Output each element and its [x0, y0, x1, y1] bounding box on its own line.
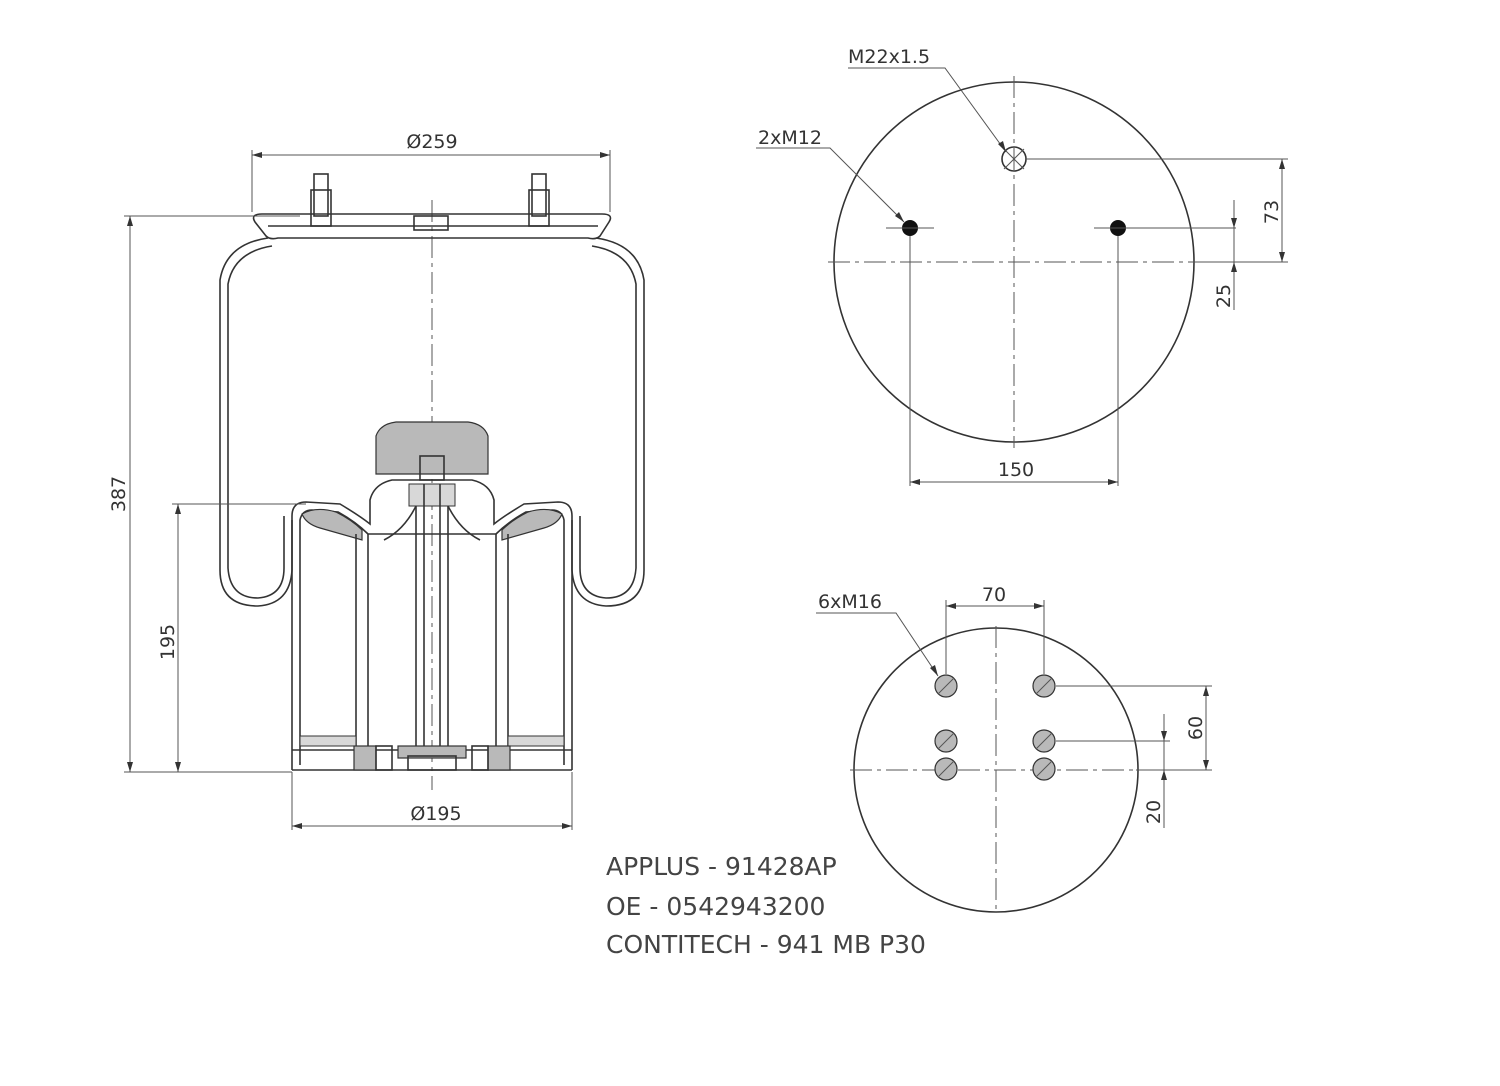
base-center-boss [397, 745, 467, 759]
base-bolt-left [375, 745, 393, 771]
bump-stop-nut [419, 455, 445, 481]
dim-bottom-row-spacing: 60 [1056, 685, 1212, 771]
dim-piston-height: 195 [157, 503, 306, 772]
bottom-bolt-hole [1032, 674, 1056, 698]
top-stud-left [310, 173, 332, 227]
bottom-bolt-holes [934, 674, 1056, 781]
dim-top-bolt-thread-label: 2xM12 [758, 127, 822, 149]
bottom-bolt-hole [934, 757, 958, 781]
bottom-bolt-hole [1032, 729, 1056, 753]
bottom-bolt-hole [934, 674, 958, 698]
piston-inner-wall [299, 509, 565, 765]
dim-port-thread-label: M22x1.5 [848, 46, 930, 68]
base-ring-left [299, 735, 357, 747]
dim-piston-diameter: Ø195 [291, 772, 573, 830]
base-insert-left [353, 745, 377, 771]
base-ring-right [507, 735, 565, 747]
bellow-outer [219, 237, 645, 607]
dim-piston-diameter-label: Ø195 [410, 803, 461, 825]
dim-bottom-row-spacing-label: 60 [1185, 716, 1207, 740]
top-plate-view: M22x1.5 2xM12 150 73 25 [756, 46, 1288, 486]
dim-bottom-row-offset: 20 [1056, 714, 1170, 828]
bottom-plate-view: 6xM16 70 60 20 [816, 584, 1212, 914]
dim-top-bolt-offset: 25 [1213, 200, 1237, 310]
dim-bottom-row-offset-label: 20 [1143, 800, 1165, 824]
base-bolt-right [471, 745, 489, 771]
dim-total-height-label: 387 [108, 476, 130, 512]
part-number-applus: APPLUS - 91428AP [606, 852, 837, 881]
base-center-nut [407, 755, 457, 771]
top-port-boss [413, 215, 449, 231]
part-number-oe: OE - 0542943200 [606, 892, 826, 921]
dim-top-bolt-offset-label: 25 [1213, 284, 1235, 308]
top-stud-right [528, 173, 550, 227]
dim-bottom-bolt-spacing-label: 70 [982, 584, 1006, 606]
bellow-inner [227, 245, 637, 599]
leader-top-bolt [756, 147, 905, 223]
part-number-contitech: CONTITECH - 941 MB P30 [606, 930, 926, 959]
central-bolt [383, 483, 481, 752]
dim-top-diameter: Ø259 [251, 131, 611, 212]
dim-total-height: 387 [108, 215, 300, 773]
leader-bottom-bolt [816, 612, 939, 677]
piston-shoulder-right [501, 508, 563, 541]
top-plate [252, 213, 612, 240]
dim-top-bolt-spacing-label: 150 [998, 459, 1034, 481]
bottom-bolt-hole [1032, 757, 1056, 781]
side-view: Ø259 387 195 Ø195 [108, 131, 645, 830]
base-insert-right [487, 745, 511, 771]
dim-top-bolt-spacing: 150 [909, 236, 1119, 486]
piston-shoulder-left [301, 508, 363, 541]
dim-piston-height-label: 195 [157, 624, 179, 660]
dim-top-diameter-label: Ø259 [406, 131, 457, 153]
bump-stop [375, 421, 489, 475]
dim-bottom-bolt-spacing: 70 [945, 584, 1045, 674]
bottom-bolt-hole [934, 729, 958, 753]
dim-bottom-bolt-thread-label: 6xM16 [818, 591, 882, 613]
dim-top-port-offset-label: 73 [1261, 200, 1283, 224]
leader-port [848, 67, 1007, 153]
dim-top-port-offset: 73 [1026, 158, 1288, 263]
